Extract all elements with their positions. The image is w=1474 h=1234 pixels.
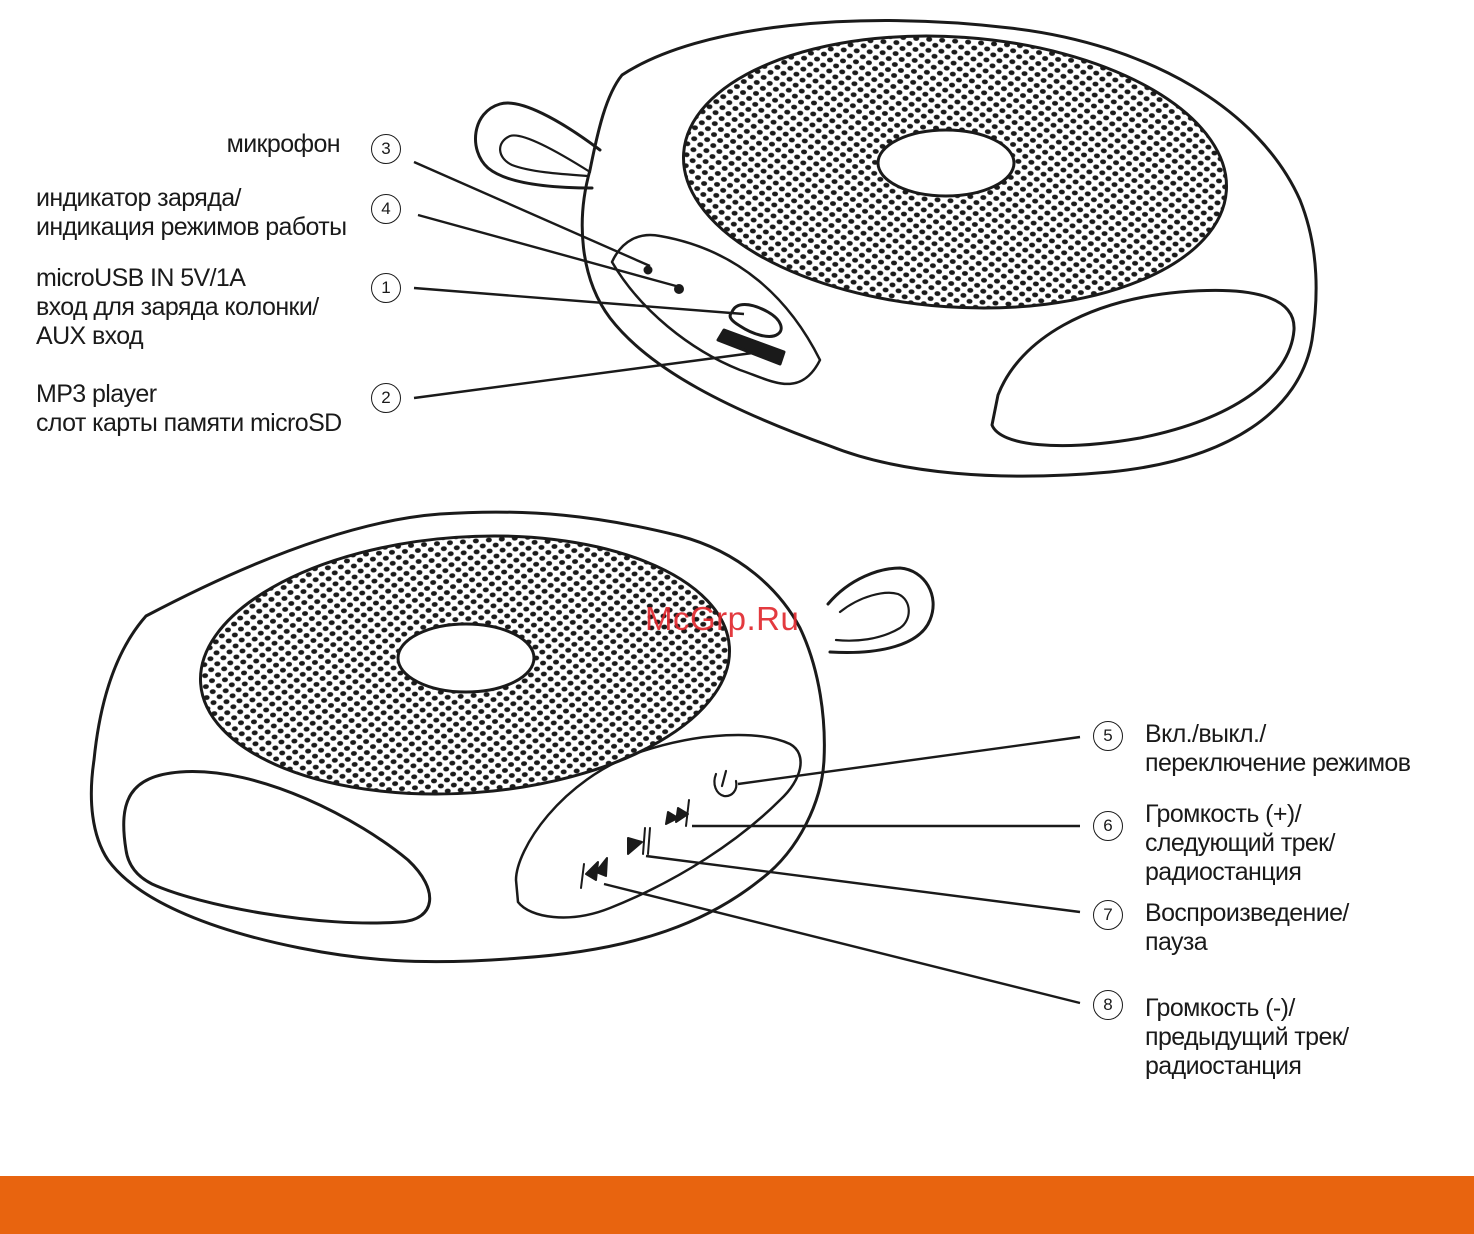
callout-number-6: 6 — [1093, 811, 1123, 841]
leader-line-1 — [413, 286, 745, 316]
label-volume-up: Громкость (+)/ следующий трек/ радиостан… — [1145, 800, 1335, 886]
play-pause-icon — [627, 827, 651, 855]
label-charge-indicator: индикатор заряда/ индикация режимов рабо… — [36, 184, 347, 241]
leader-lines — [413, 160, 1081, 1005]
bottom-speaker-center-cap — [396, 622, 536, 694]
callout-number-1: 1 — [371, 273, 401, 303]
leader-line-8 — [603, 882, 1081, 1005]
label-microphone: микрофон — [226, 130, 341, 158]
callout-number-8: 8 — [1093, 990, 1123, 1020]
leader-line-7 — [645, 854, 1081, 914]
watermark: McGrp.Ru — [645, 600, 800, 637]
top-speaker-body — [580, 19, 1318, 478]
label-power: Вкл./выкл./ переключение режимов — [1145, 720, 1411, 777]
bottom-speaker-side-cutout — [122, 770, 432, 925]
callout-number-2: 2 — [371, 383, 401, 413]
callout-number-7: 7 — [1093, 900, 1123, 930]
power-icon — [713, 769, 738, 798]
top-speaker-side-cutout — [990, 288, 1296, 448]
label-volume-down: Громкость (-)/ предыдущий трек/ радиоста… — [1145, 994, 1349, 1080]
microsd-slot — [716, 328, 786, 366]
top-speaker-center-cap — [876, 128, 1016, 198]
microusb-port — [728, 303, 783, 338]
leader-line-3 — [413, 160, 651, 268]
leader-line-5 — [737, 735, 1081, 786]
top-speaker — [474, 19, 1318, 478]
bottom-speaker — [89, 510, 935, 964]
label-play-pause: Воспроизведение/ пауза — [1145, 899, 1349, 956]
leader-line-2 — [413, 350, 761, 400]
callout-number-3: 3 — [371, 134, 401, 164]
previous-track-icon — [580, 857, 608, 889]
leader-line-4 — [417, 213, 677, 288]
top-speaker-ports — [643, 265, 786, 366]
label-microusb: microUSB IN 5V/1A вход для заряда колонк… — [36, 264, 319, 350]
label-microsd: MP3 player слот карты памяти microSD — [36, 380, 342, 437]
indicator-led — [674, 284, 684, 294]
footer-bar — [0, 1176, 1474, 1234]
bottom-speaker-body — [89, 510, 826, 964]
callout-number-4: 4 — [371, 194, 401, 224]
bottom-speaker-front-panel — [514, 733, 802, 919]
next-track-icon — [665, 799, 690, 827]
top-speaker-strap — [474, 101, 602, 190]
top-speaker-front-panel — [610, 233, 822, 386]
callout-number-5: 5 — [1093, 721, 1123, 751]
bottom-speaker-strap — [826, 566, 935, 654]
microphone-hole — [643, 265, 653, 275]
